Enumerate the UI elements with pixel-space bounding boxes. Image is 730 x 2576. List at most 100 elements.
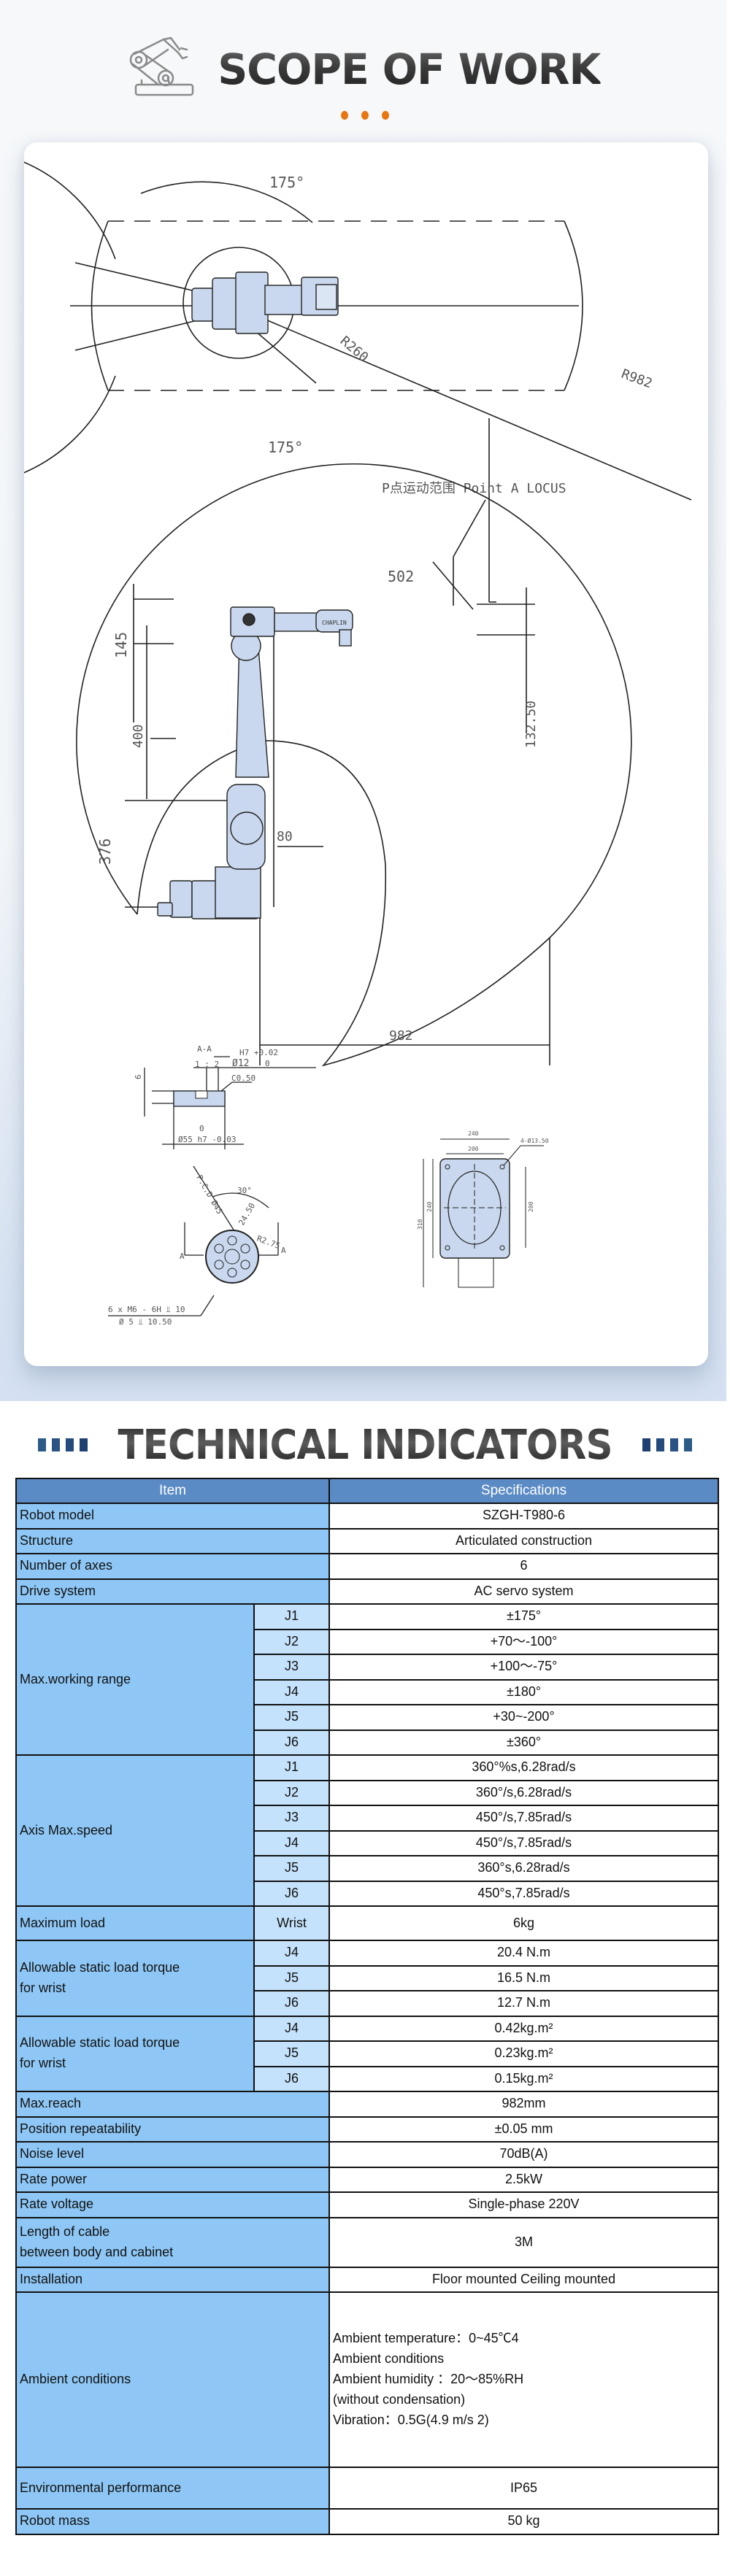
table-row: Allowable static load torque for wrist J… [15,1940,720,2017]
ambient-line: (without condensation) [333,2391,466,2407]
scope-title: SCOPE OF WORK [218,45,601,94]
section-aa-bore: Ø12 [232,1058,249,1069]
joint-label: J4 [253,2015,331,2042]
row-label: Axis Max.speed [15,1754,255,1907]
technical-title: TECHNICAL INDICATORS [118,1421,612,1469]
joint-label: J4 [253,1940,331,1967]
row-value: 6kg [328,1905,720,1941]
dim-982: 982 [389,1028,413,1044]
table-row: J5 16.5 N.m [16,1964,720,1991]
joint-value: 0.23kg.m² [328,2040,720,2067]
joint-label: J4 [253,1678,331,1705]
section-aa-chamfer: C0.50 [231,1073,256,1083]
table-row: J5 +30~-200° [16,1704,720,1731]
specifications-table: Item Specifications Robot model SZGH-T98… [15,1478,720,2535]
table-row: Environmental performance IP65 [15,2467,720,2510]
row-value: 50 kg [328,2508,720,2535]
row-value: SZGH-T980-6 [328,1503,720,1530]
joint-label: J2 [253,1628,331,1655]
section-aa-zero-bottom: 0 [199,1124,204,1133]
dim-145: 145 [112,632,130,658]
flange-radius: R2.75 [256,1234,282,1252]
flange-dim-24-50: 24.50 [237,1201,257,1227]
table-row: Axis Max.speed J1 360°%s,6.28rad/s [15,1754,720,1907]
row-label-line-2: for wrist [20,1980,66,1995]
section-aa-outer: Ø55 h7 -0.03 [178,1135,236,1144]
dim-132-50: 132.50 [523,701,539,748]
scope-of-work-section: SCOPE OF WORK [0,0,726,1401]
table-row: J4 ±180° [16,1678,720,1705]
table-row: J6 0.15kg.m² [16,2065,720,2092]
table-row: Drive system AC servo system [15,1578,720,1605]
table-row: J4 450°/s,7.85rad/s [16,1829,720,1856]
joint-value: +30~-200° [328,1704,720,1731]
joint-value: 0.42kg.m² [328,2015,720,2042]
section-mark-left: A [180,1252,185,1261]
table-row: Robot mass 50 kg [15,2508,720,2535]
bar-icon [65,1438,74,1451]
row-label: Maximum load [15,1905,255,1941]
bar-icon [79,1438,88,1451]
table-row: Max.reach 982mm [15,2091,720,2118]
row-value: 70dB(A) [328,2141,720,2168]
table-row: Position repeatability ±0.05 mm [15,2116,720,2143]
row-label: Rate power [15,2166,331,2193]
table-row: Rate power 2.5kW [15,2166,720,2193]
table-row: J5 360°s,6.28rad/s [16,1855,720,1882]
joint-label: J6 [253,1729,331,1756]
joint-value: ±360° [328,1729,720,1756]
row-value: Floor mounted Ceiling mounted [328,2266,720,2293]
decorative-bars-right [642,1438,693,1451]
joint-value: 16.5 N.m [328,1964,720,1991]
ambient-line: Ambient conditions [333,2351,445,2367]
thread-note-2: Ø 5 ⫫ 10.50 [119,1317,172,1327]
joint-label: J3 [253,1654,331,1681]
table-row: Length of cable between body and cabinet… [15,2216,720,2268]
table-row: J3 450°/s,7.85rad/s [16,1805,720,1832]
base-height-total: 310 [417,1219,423,1230]
ambient-line: Ambient humidity ：20～85%RH [333,2372,524,2387]
table-row: J3 +100～-75° [16,1654,720,1681]
section-aa-tolerance-top: H7 +0.02 [239,1048,278,1057]
thread-note-1: 6 x M6 - 6H ⫫ 10 [108,1305,185,1314]
table-row: J2 360°/s,6.28rad/s [16,1779,720,1806]
base-width-outer: 240 [468,1130,479,1137]
scope-title-bar: SCOPE OF WORK [0,36,730,102]
joint-label: J6 [253,1880,331,1907]
radius-outer-label: R982 [619,366,654,392]
table-row: Number of axes 6 [15,1553,720,1580]
joint-value: 450°/s,7.85rad/s [328,1805,720,1832]
joint-value: 360°%s,6.28rad/s [328,1754,720,1781]
row-label: Max.reach [15,2091,331,2118]
joint-label: J3 [253,1805,331,1832]
row-label-line-2: between body and cabinet [20,2244,174,2259]
dot-icon [361,111,369,120]
locus-label: P点运动范围 Point A LOCUS [382,481,566,496]
section-aa-title: A-A [197,1044,212,1054]
row-label: Robot mass [15,2508,331,2535]
table-row: Structure Articulated construction [15,1527,720,1554]
joint-value: 360°s,6.28rad/s [328,1855,720,1882]
row-label: Max.working range [15,1603,255,1756]
table-row: Rate voltage Single-phase 220V [15,2191,720,2218]
joint-value: +70～-100° [328,1628,720,1655]
bar-icon [670,1438,679,1451]
ambient-line: Vibration：0.5G(4.9 m/s 2) [333,2412,489,2427]
section-aa-zero-top: 0 [265,1059,270,1068]
row-label-line-1: Length of cable [20,2224,110,2239]
bar-icon [656,1438,665,1451]
base-holes: 4-Ø13.50 [520,1137,549,1144]
row-label: Allowable static load torque for wrist [15,1940,255,2017]
dot-icon [382,111,389,120]
joint-value: 12.7 N.m [328,1990,720,2017]
bar-icon [642,1438,651,1451]
bar-icon [37,1438,46,1451]
table-row: Allowable static load torque for wrist J… [15,2015,720,2092]
table-row: J6 450°s,7.85rad/s [16,1880,720,1907]
arm-brand-label: CHAPLIN [322,620,347,626]
section-mark-right: A [281,1246,286,1255]
row-value: IP65 [328,2467,720,2510]
table-row: Noise level 70dB(A) [15,2141,720,2168]
technical-drawing-card: 175° 175° R260 R982 P点运动范围 Point A LOCUS [24,142,708,1366]
joint-label: J5 [253,1964,331,1991]
